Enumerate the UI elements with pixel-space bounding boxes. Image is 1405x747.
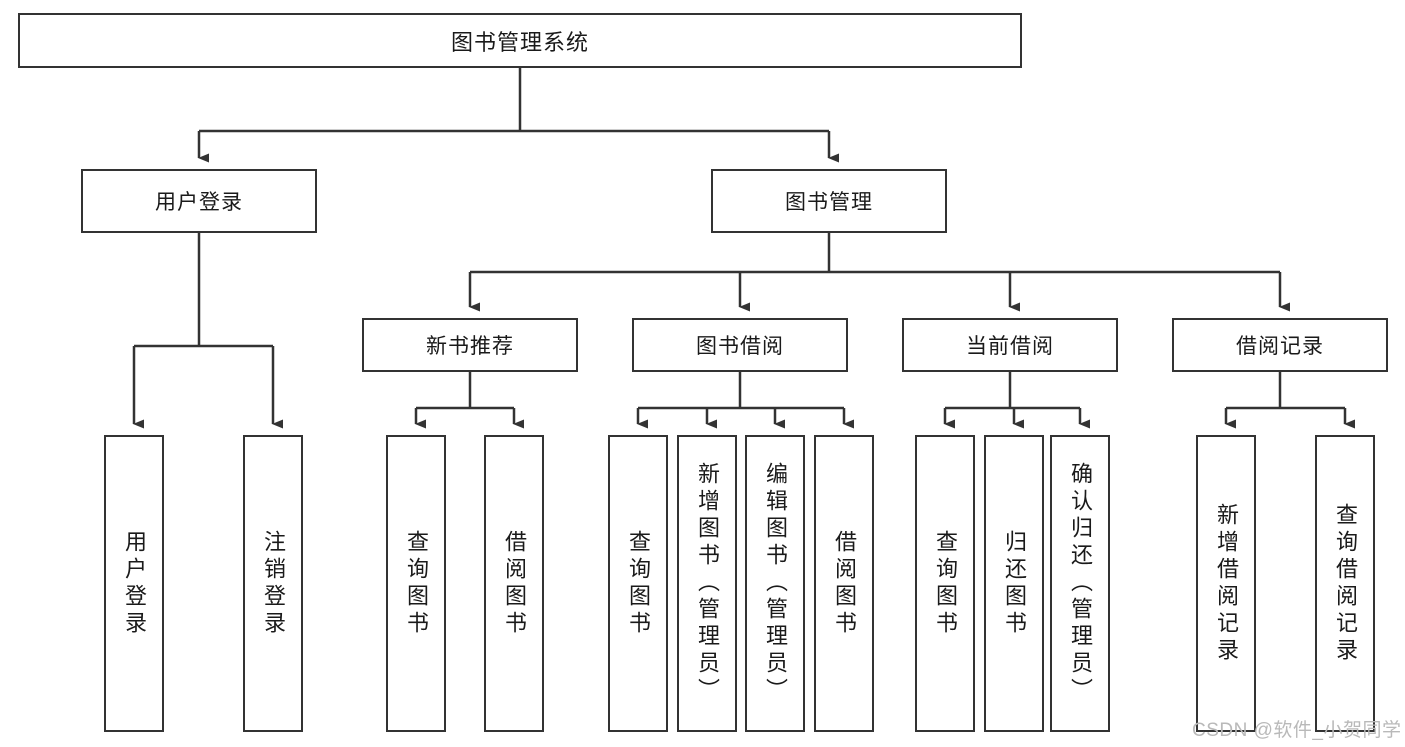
connectors-bookmgmt-to-level3 — [468, 233, 1290, 312]
leaf-return-book[interactable]: 归还图书 — [984, 435, 1044, 732]
node-label: 查询图书 — [626, 529, 651, 638]
node-user-login[interactable]: 用户登录 — [81, 169, 317, 233]
node-label: 查询借阅记录 — [1333, 502, 1358, 665]
node-label: 当前借阅 — [966, 335, 1054, 358]
connectors-records-to-leaves — [1224, 372, 1355, 429]
node-label: 借阅记录 — [1236, 335, 1324, 358]
node-label: 查询图书 — [404, 529, 429, 638]
node-new-book-recommend[interactable]: 新书推荐 — [362, 318, 578, 372]
connectors-borrow-to-leaves — [636, 372, 854, 429]
leaf-borrow-book[interactable]: 借阅图书 — [814, 435, 874, 732]
node-book-borrow[interactable]: 图书借阅 — [632, 318, 848, 372]
node-label: 编辑图书（管理员） — [763, 462, 788, 705]
connectors-root-to-level2 — [197, 68, 839, 163]
leaf-user-login[interactable]: 用户登录 — [104, 435, 164, 732]
leaf-logout[interactable]: 注销登录 — [243, 435, 303, 732]
node-book-management[interactable]: 图书管理 — [711, 169, 947, 233]
leaf-query-book-current[interactable]: 查询图书 — [915, 435, 975, 732]
leaf-query-book-recommend[interactable]: 查询图书 — [386, 435, 446, 732]
leaf-query-book-borrow[interactable]: 查询图书 — [608, 435, 668, 732]
node-label: 归还图书 — [1002, 529, 1027, 638]
connectors-userlogin-to-leaves — [132, 233, 283, 429]
node-label: 用户登录 — [155, 191, 243, 214]
node-label: 注销登录 — [261, 529, 286, 638]
node-current-borrow[interactable]: 当前借阅 — [902, 318, 1118, 372]
node-label: 图书借阅 — [696, 335, 784, 358]
leaf-add-book-admin[interactable]: 新增图书（管理员） — [677, 435, 737, 732]
node-label: 确认归还（管理员） — [1068, 462, 1093, 705]
leaf-confirm-return-admin[interactable]: 确认归还（管理员） — [1050, 435, 1110, 732]
node-label: 图书管理 — [785, 191, 873, 214]
node-root-system[interactable]: 图书管理系统 — [18, 13, 1022, 68]
node-label: 借阅图书 — [832, 529, 857, 638]
node-label: 新书推荐 — [426, 335, 514, 358]
node-label: 查询图书 — [933, 529, 958, 638]
node-label: 借阅图书 — [502, 529, 527, 638]
node-label: 用户登录 — [122, 529, 147, 638]
leaf-add-borrow-record[interactable]: 新增借阅记录 — [1196, 435, 1256, 732]
connectors-newbook-to-leaves — [414, 372, 524, 429]
leaf-borrow-book-recommend[interactable]: 借阅图书 — [484, 435, 544, 732]
node-label: 图书管理系统 — [450, 29, 589, 55]
node-label: 新增借阅记录 — [1214, 502, 1239, 665]
connectors-current-to-leaves — [943, 372, 1090, 429]
leaf-edit-book-admin[interactable]: 编辑图书（管理员） — [745, 435, 805, 732]
leaf-query-borrow-record[interactable]: 查询借阅记录 — [1315, 435, 1375, 732]
node-label: 新增图书（管理员） — [695, 462, 720, 705]
node-borrow-records[interactable]: 借阅记录 — [1172, 318, 1388, 372]
